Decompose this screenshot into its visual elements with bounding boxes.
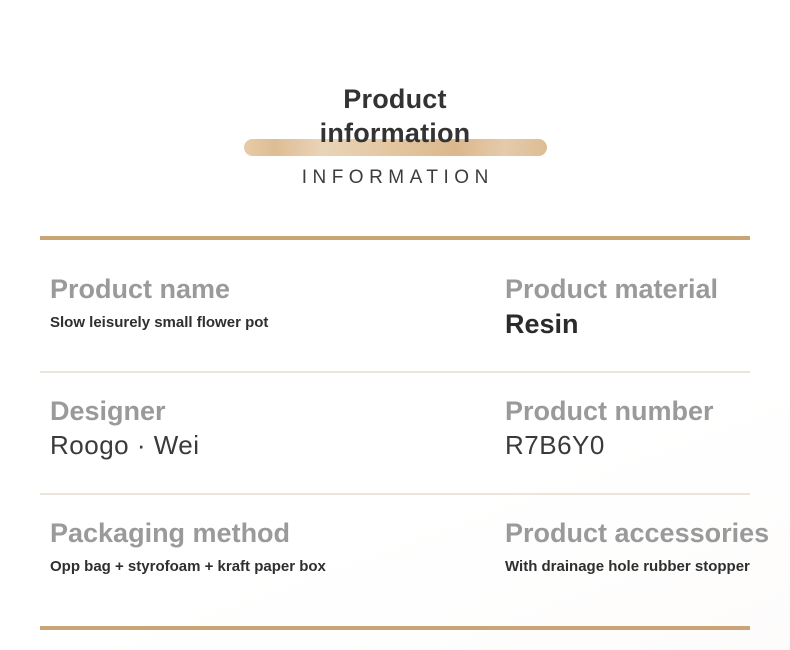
spec-value: R7B6Y0 [505, 430, 605, 460]
divider-row-2-3 [40, 493, 750, 495]
spec-cell-product-name: Product name Slow leisurely small flower… [50, 272, 490, 332]
header: Product information INFORMATION [0, 0, 790, 230]
spec-cell-product-number: Product number R7B6Y0 [505, 394, 780, 462]
spec-value: Opp bag + styrofoam + kraft paper box [50, 558, 326, 575]
spec-label: Product material [505, 274, 719, 304]
divider-bottom-gold [40, 626, 750, 630]
spec-label: Designer [50, 396, 166, 426]
spec-label: Product accessories [505, 518, 770, 548]
page-title-line-1: Product [343, 84, 447, 114]
page-subtitle: INFORMATION [301, 167, 494, 188]
spec-cell-designer: Designer Roogo · Wei [50, 394, 490, 462]
spec-cell-packaging-method: Packaging method Opp bag + styrofoam + k… [50, 516, 490, 576]
spec-cell-product-material: Product material Resin [505, 272, 780, 341]
spec-value: Resin [505, 309, 579, 339]
title-accent-bar [244, 139, 547, 156]
page-title-line-2: information [319, 118, 471, 148]
spec-label: Packaging method [50, 518, 291, 548]
spec-cell-product-accessories: Product accessories With drainage hole r… [505, 516, 780, 576]
spec-value: Slow leisurely small flower pot [50, 314, 269, 331]
spec-value: With drainage hole rubber stopper [505, 558, 750, 575]
spec-value: Roogo · Wei [50, 430, 200, 460]
spec-label: Product name [50, 274, 231, 304]
divider-row-1-2 [40, 371, 750, 373]
divider-top-gold [40, 236, 750, 240]
page-title: Product information [0, 82, 790, 150]
spec-label: Product number [505, 396, 714, 426]
